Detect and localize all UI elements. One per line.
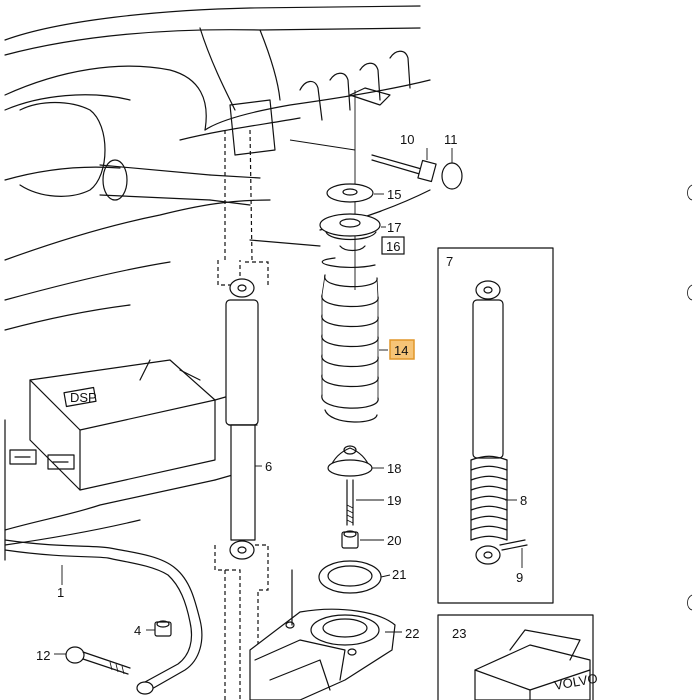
label-part-12: 12 — [36, 648, 50, 663]
label-part-19: 19 — [387, 493, 401, 508]
label-part-6: 6 — [265, 459, 272, 474]
label-part-15: 15 — [387, 187, 401, 202]
label-part-22: 22 — [405, 626, 419, 641]
boxed-label-part-16 — [381, 236, 405, 255]
label-part-4: 4 — [134, 623, 141, 638]
inset-box-part-7 — [437, 247, 554, 604]
label-part-1: 1 — [57, 585, 64, 600]
label-part-9: 9 — [516, 570, 523, 585]
svg-text:DSP: DSP — [70, 390, 97, 405]
svg-text:VOLVO: VOLVO — [553, 671, 599, 693]
vehicle-body-outline: DSP — [4, 5, 431, 561]
spring-seat-bracket-part-22 — [249, 569, 396, 700]
mounting-reference-lines — [214, 129, 269, 700]
label-part-20: 20 — [387, 533, 401, 548]
page-edge-marks — [687, 184, 693, 611]
part-labels: 10 11 15 17 16 14 18 19 20 21 22 6 7 8 9… — [36, 132, 527, 663]
highlight-part-14[interactable] — [389, 339, 415, 360]
label-part-10: 10 — [400, 132, 414, 147]
top-mount-hardware — [289, 90, 463, 290]
label-part-11: 11 — [444, 132, 458, 147]
inset-box-part-23: VOLVO — [437, 614, 599, 700]
stabiliser-bar-part-1 — [4, 539, 203, 695]
label-part-23: 23 — [452, 626, 466, 641]
label-part-18: 18 — [387, 461, 401, 476]
coil-spring-part-14 — [321, 257, 379, 423]
lower-spring-hardware — [318, 445, 382, 594]
label-part-8: 8 — [520, 493, 527, 508]
label-part-16: 16 — [386, 239, 400, 254]
label-part-17: 17 — [387, 220, 401, 235]
label-part-21: 21 — [392, 567, 406, 582]
shock-absorber-part-6 — [225, 278, 259, 560]
leader-lines — [54, 148, 523, 655]
label-part-14[interactable]: 14 — [394, 343, 408, 358]
label-part-7: 7 — [446, 254, 453, 269]
